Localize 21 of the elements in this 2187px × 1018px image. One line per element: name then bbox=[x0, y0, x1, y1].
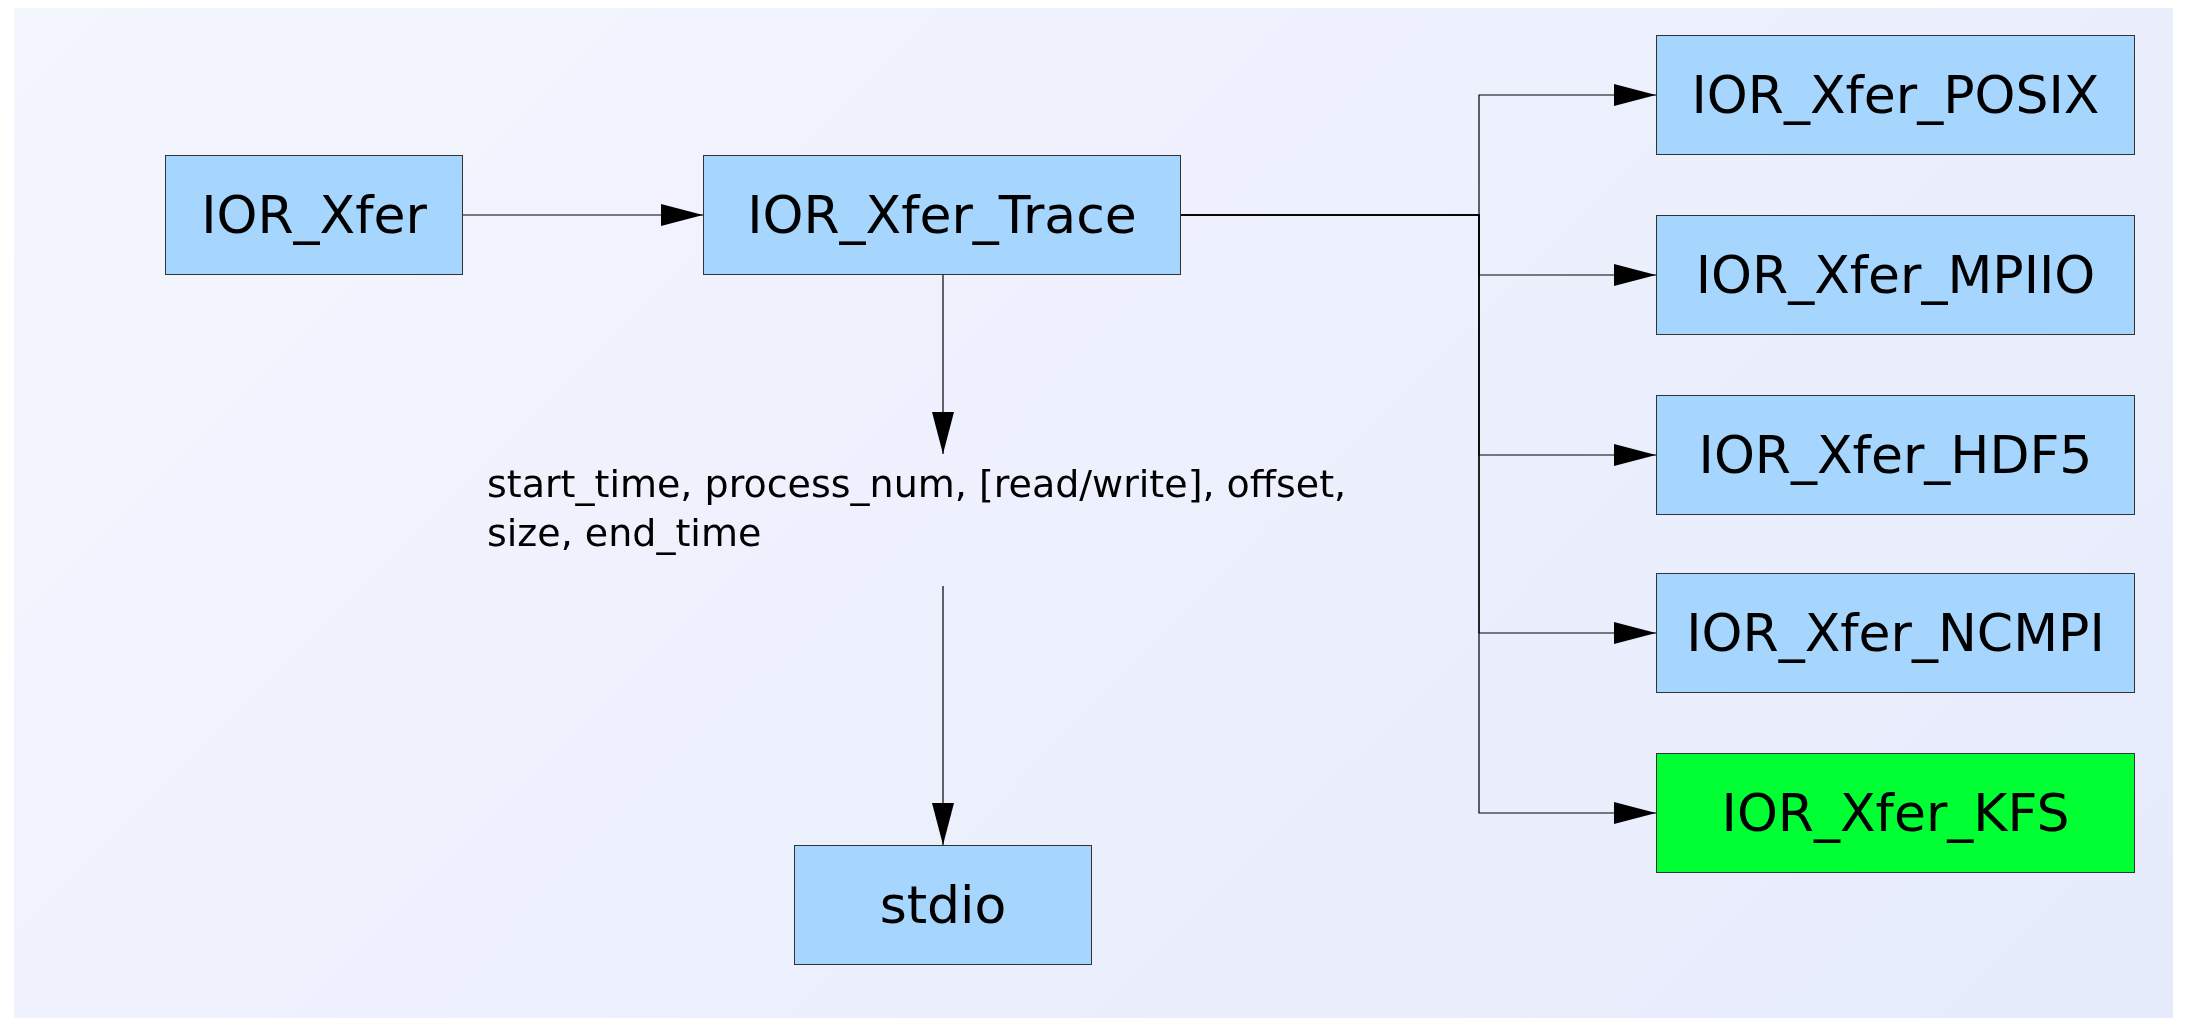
arrow bbox=[462, 204, 704, 226]
annotation-text: start_time, process_num, [read/write], offset, size, end_time bbox=[487, 461, 1348, 558]
process-box bbox=[1656, 573, 2135, 693]
box-label: IOR_Xfer_MPIIO bbox=[1695, 245, 2096, 305]
arrow bbox=[932, 274, 954, 455]
arrow bbox=[1180, 214, 1657, 824]
process-box bbox=[1656, 35, 2135, 155]
box-label: IOR_Xfer_Trace bbox=[747, 185, 1137, 245]
process-box bbox=[1656, 215, 2135, 335]
box-label: IOR_Xfer_POSIX bbox=[1691, 65, 2100, 125]
arrow bbox=[932, 585, 954, 846]
process-box bbox=[794, 845, 1092, 965]
process-box bbox=[1656, 395, 2135, 515]
box-label: IOR_Xfer bbox=[201, 185, 427, 245]
box-label: IOR_Xfer_NCMPI bbox=[1686, 603, 2105, 663]
process-box bbox=[165, 155, 463, 275]
process-box bbox=[703, 155, 1181, 275]
box-label: IOR_Xfer_KFS bbox=[1721, 783, 2070, 843]
box-label: stdio bbox=[879, 875, 1007, 935]
box-label: IOR_Xfer_HDF5 bbox=[1698, 425, 2093, 485]
process-box bbox=[1656, 753, 2135, 873]
